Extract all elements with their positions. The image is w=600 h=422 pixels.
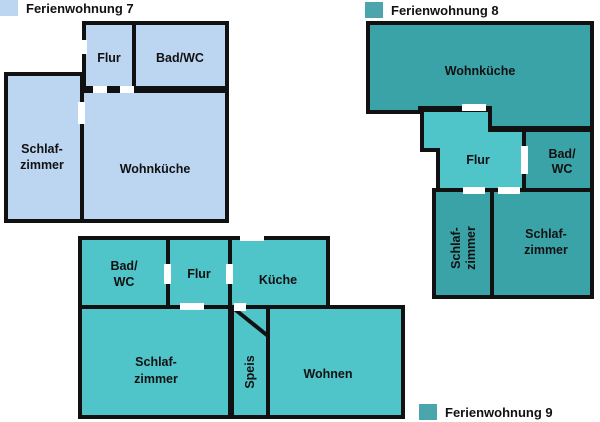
fw8-door-schlaf-left [463,187,485,194]
fw7-wohnkueche-room [80,89,229,223]
fw9-speis-rotated: Speis [243,355,257,388]
fw7-bad-room [132,21,229,90]
fw7-doors [78,40,134,124]
fw9-doors [164,234,264,311]
fw9-door-speis [234,303,246,311]
fw7-schlaf-label-2: zimmer [20,158,64,172]
fw8-schlaf-rot-label-2: zimmer [464,226,478,270]
fw8-flur-label: Flur [466,153,490,167]
fw8-door-bad [521,146,528,174]
fw8-schlaf-label-2: zimmer [524,243,568,257]
fw7-wohnkueche-label: Wohnküche [120,162,191,176]
apartment-8 [366,21,594,299]
fw7-door-bad [120,86,134,93]
fw8-bad-label-2: WC [552,162,573,176]
fw9-speis-diagonal-wall [230,305,270,338]
fw9-door-schlaf [180,303,204,310]
legend-label-fw8: Ferienwohnung 8 [391,2,499,18]
fw9-door-bad [164,264,171,284]
fw8-schlaf-right-room [490,188,594,299]
fw9-door-kueche [226,264,233,284]
fw9-bad-room [78,236,170,309]
fw9-flur-label: Flur [187,267,211,281]
fw9-wohnen-room [266,305,405,419]
legend-fw9: Ferienwohnung 9 [419,404,553,420]
fw8-schlaf-rot-label-1: Schlaf- [449,227,463,269]
fw9-kueche-label: Küche [259,273,297,287]
fw7-flur-label: Flur [97,51,121,65]
fw7-schlaf-label-1: Schlaf- [21,142,63,156]
legend-label-fw9: Ferienwohnung 9 [445,404,553,420]
legend-swatch-fw9 [419,404,437,420]
fw7-door-entry [80,40,87,54]
fw8-door-schlaf-right [498,187,520,194]
apartment-9 [78,236,405,419]
fw9-door-entry [240,234,264,241]
fw7-door-schlaf [78,102,85,124]
fw8-schlaf-rotated: Schlaf- zimmer [449,226,478,270]
legend-label-fw7: Ferienwohnung 7 [26,0,134,16]
fw9-bad-label-2: WC [114,275,135,289]
fw9-wohnen-label: Wohnen [303,367,352,381]
fw9-schlaf-label-1: Schlaf- [135,355,177,369]
legend-fw7: Ferienwohnung 7 [0,0,134,16]
legend-fw8: Ferienwohnung 8 [365,2,499,18]
fw7-bad-label: Bad/WC [156,51,204,65]
apartment-7 [4,21,229,223]
fw7-door-flur-kueche [93,86,107,93]
fw8-doors [462,104,528,194]
legend-swatch-fw7 [0,0,18,16]
fw9-schlaf-label-2: zimmer [134,372,178,386]
fw9-speis-label: Speis [243,355,257,388]
legend-swatch-fw8 [365,2,383,18]
fw8-schlaf-left-room [432,188,494,299]
fw7-schlafzimmer-room [4,72,84,223]
fw8-schlaf-label-1: Schlaf- [525,227,567,241]
fw8-bad-label-1: Bad/ [548,147,576,161]
fw9-bad-label-1: Bad/ [110,259,138,273]
fw8-door-wohnkueche [462,104,486,111]
fw8-wohnkueche-label: Wohnküche [445,64,516,78]
